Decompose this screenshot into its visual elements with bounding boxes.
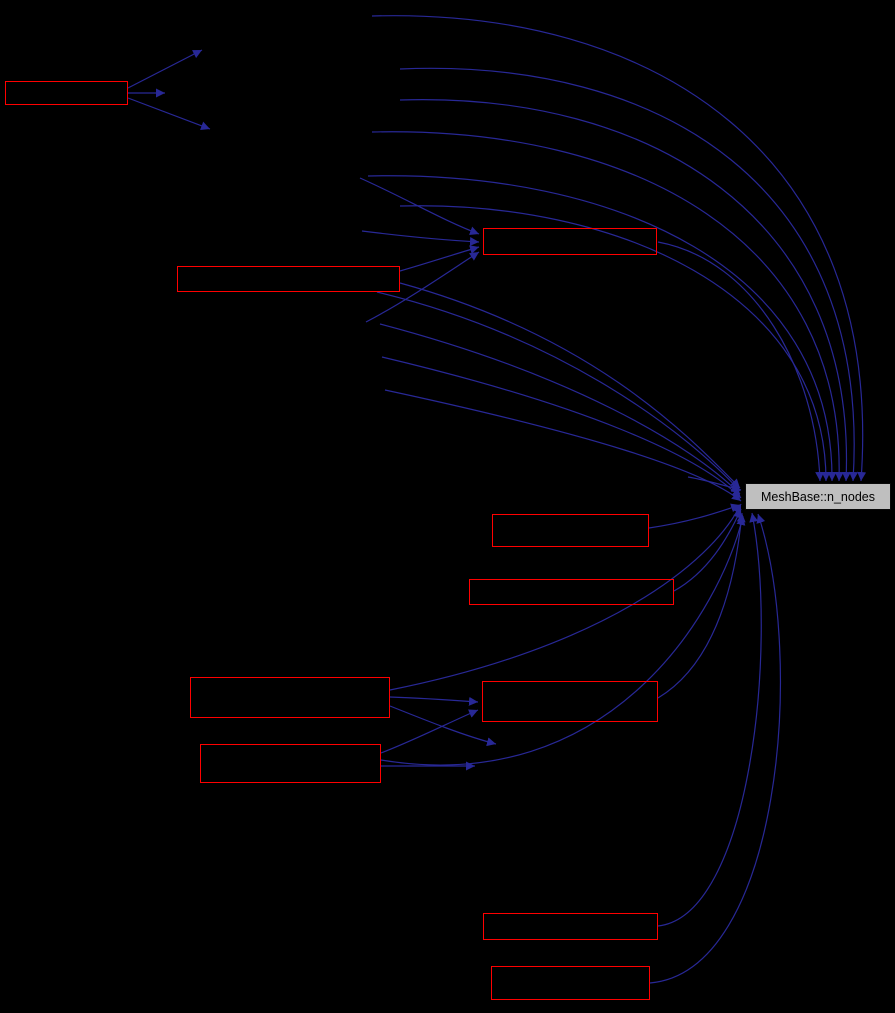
edge: [371, 15, 867, 482]
edge: [389, 696, 479, 706]
edge: [365, 251, 480, 323]
edge: [399, 282, 741, 489]
edge: [389, 705, 497, 747]
caller-node-2[interactable]: [483, 228, 657, 255]
edge: [379, 323, 741, 495]
target-node[interactable]: MeshBase::n_nodes: [745, 483, 891, 510]
caller-node-4[interactable]: [492, 514, 649, 547]
edge: [376, 291, 741, 492]
edge: [359, 177, 480, 236]
caller-node-8[interactable]: [200, 744, 381, 783]
edge: [371, 131, 844, 482]
caller-node-1[interactable]: [5, 81, 128, 105]
edge: [399, 205, 831, 482]
edge: [127, 97, 211, 131]
edge: [381, 356, 742, 499]
edge: [399, 99, 851, 482]
edge: [367, 175, 837, 482]
edge: [380, 515, 746, 766]
edge: [648, 503, 741, 529]
edge: [127, 49, 203, 89]
edge: [384, 389, 742, 502]
edge: [687, 476, 742, 493]
edge: [399, 245, 480, 272]
edge: [649, 513, 781, 984]
caller-node-6[interactable]: [190, 677, 390, 718]
edge: [657, 512, 746, 699]
caller-node-9[interactable]: [483, 913, 658, 940]
edge: [657, 241, 825, 482]
edge: [380, 709, 479, 754]
target-node-label: MeshBase::n_nodes: [761, 489, 875, 504]
caller-node-3[interactable]: [177, 266, 400, 292]
caller-node-10[interactable]: [491, 966, 650, 1000]
caller-node-7[interactable]: [482, 681, 658, 722]
edge: [361, 230, 480, 247]
edge: [657, 512, 762, 927]
edge: [399, 67, 859, 482]
caller-node-5[interactable]: [469, 579, 674, 605]
